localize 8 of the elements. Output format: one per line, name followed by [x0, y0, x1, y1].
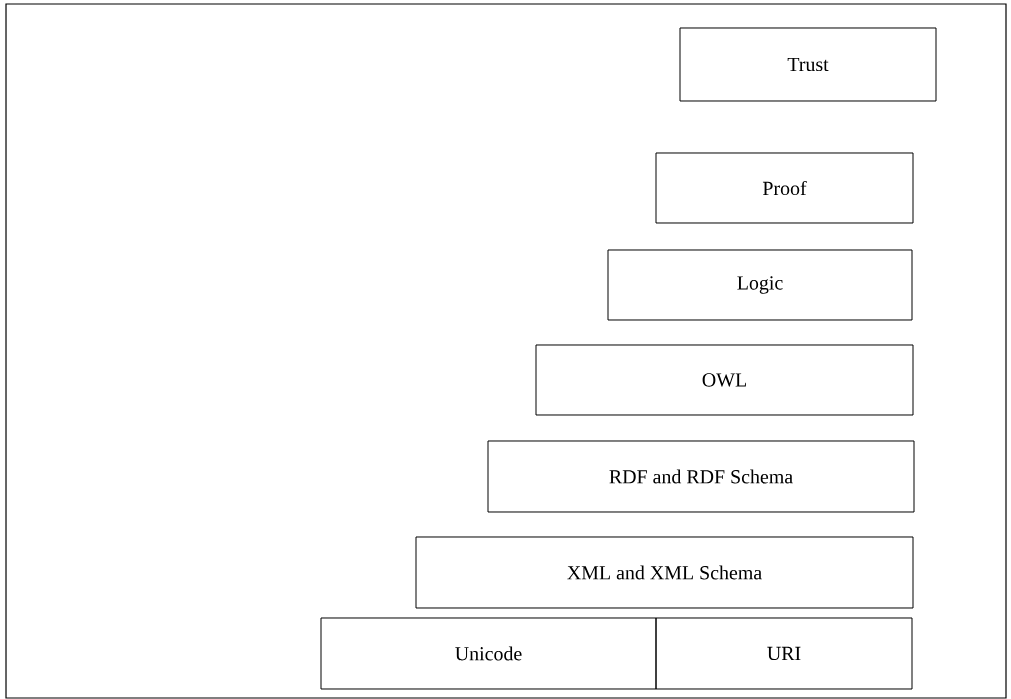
layer-box: Unicode [320, 617, 657, 690]
layer-box: OWL [535, 344, 914, 416]
layer-box: XML and XML Schema [415, 536, 914, 609]
layer-box: Logic [607, 249, 913, 321]
layer-box: RDF and RDF Schema [487, 440, 915, 513]
layer-box: Trust [679, 27, 937, 102]
layer-box: URI [655, 617, 913, 690]
layer-box: Proof [655, 152, 914, 224]
